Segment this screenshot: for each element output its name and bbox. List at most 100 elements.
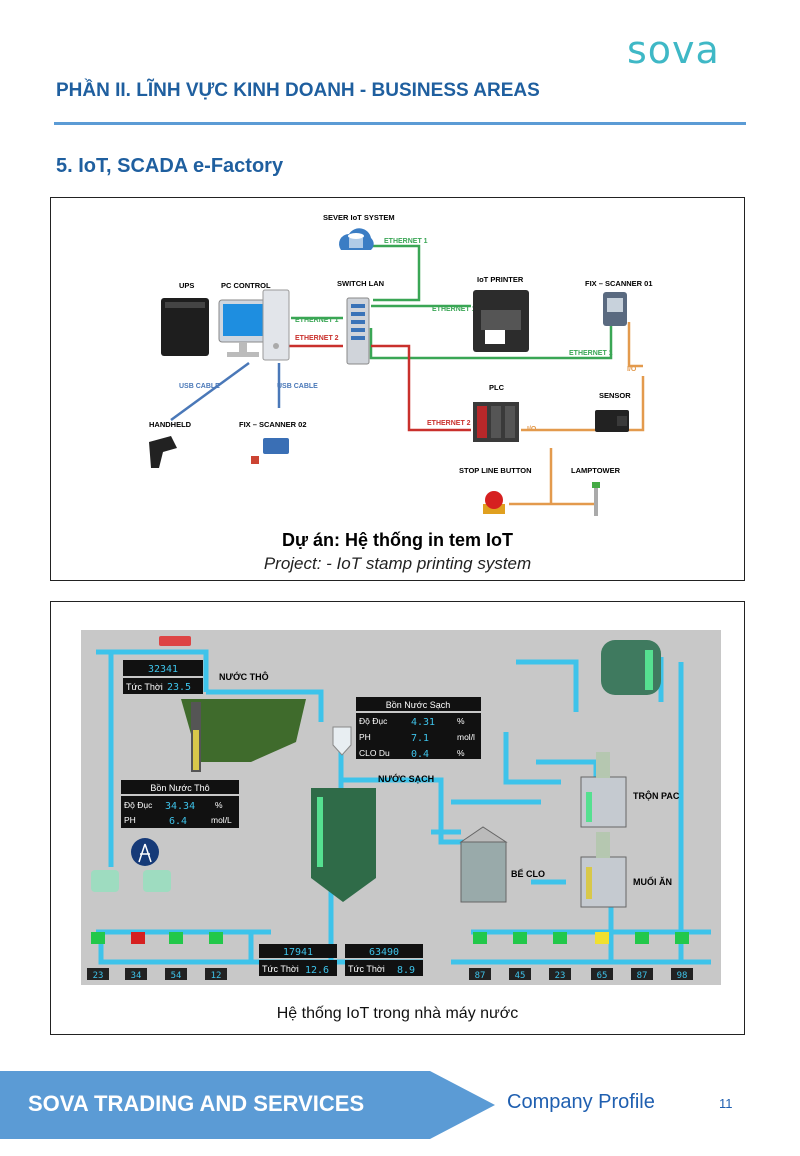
link-server-switch xyxy=(369,244,421,302)
label-eth1-server: ETHERNET 1 xyxy=(384,238,428,245)
handheld-label: HANDHELD xyxy=(149,420,192,429)
right-flow-meter: 63490 Tức Thời 8.9 xyxy=(345,944,423,976)
clean-row-1-name: PH xyxy=(359,732,371,742)
pump-right-0: 87 xyxy=(475,971,486,981)
label-io-plc: I/O xyxy=(527,426,537,433)
scanner1-label: FIX – SCANNER 01 xyxy=(585,279,653,288)
raw-row-0-unit: % xyxy=(215,800,223,810)
mix-label: TRỘN PAC xyxy=(633,790,680,801)
raw-flow-meter: 32341 Tức Thời 23.5 xyxy=(123,636,203,694)
raw-tank-title: Bồn Nước Thô xyxy=(150,783,209,793)
link-io-lamp xyxy=(509,448,596,506)
raw-water-label: NƯỚC THÔ xyxy=(219,671,269,682)
figure-iot-printing: ETHERNET 1 ETHERNET 1 ETHERNET 1 ETHERNE… xyxy=(50,197,745,581)
pump-left-0: 23 xyxy=(93,971,104,981)
pump-icon xyxy=(595,932,609,944)
label-eth1-pc: ETHERNET 1 xyxy=(295,317,339,324)
pc-label: PC CONTROL xyxy=(221,281,271,290)
clean-row-2-unit: % xyxy=(457,748,465,758)
pump-icon xyxy=(169,932,183,944)
raw-flow-value: 23.5 xyxy=(167,682,191,693)
pump-left-3: 12 xyxy=(211,971,222,981)
clean-tank-panel: Bồn Nước Sạch Độ Đục 4.31 % PH 7.1 mol/l… xyxy=(356,697,481,760)
clean-row-0-value: 4.31 xyxy=(411,717,435,728)
pump-icon xyxy=(553,932,567,944)
scada-screen: 32341 Tức Thời 23.5 NƯỚC THÔ Bồn Nước Sạ… xyxy=(81,630,721,985)
raw-flow-label: Tức Thời xyxy=(126,682,163,692)
lamptower-label: LAMPTOWER xyxy=(571,466,621,475)
figure1-caption-en: Project: - IoT stamp printing system xyxy=(263,554,532,573)
label-usb-handheld: USB CABLE xyxy=(179,383,220,390)
meter-left-counter: 17941 xyxy=(283,947,313,958)
stop-button-icon xyxy=(483,491,505,514)
page-number: 11 xyxy=(719,1096,733,1111)
filter-tower: NƯỚC SẠCH xyxy=(311,726,434,902)
raw-row-1-name: PH xyxy=(124,815,136,825)
figure-water-plant-scada: 32341 Tức Thời 23.5 NƯỚC THÔ Bồn Nước Sạ… xyxy=(50,601,745,1035)
header-divider xyxy=(54,122,746,125)
footer-arrow-band xyxy=(0,1071,495,1139)
pump-left-2: 54 xyxy=(171,971,182,981)
salt-label: MUỐI ĂN xyxy=(633,876,672,887)
clean-row-0-unit: % xyxy=(457,716,465,726)
link-switch-plc xyxy=(371,344,471,432)
ups-label: UPS xyxy=(179,281,194,290)
plc-icon xyxy=(473,402,519,442)
pump-right-2: 23 xyxy=(555,971,566,981)
pump-icon xyxy=(209,932,223,944)
pump-icon xyxy=(131,932,145,944)
pipe-mid xyxy=(503,732,561,785)
sova-logo: SOVA xyxy=(627,28,720,72)
meter-left-value: 12.6 xyxy=(305,965,329,976)
salt-tank: MUỐI ĂN xyxy=(580,832,672,908)
clean-row-1-value: 7.1 xyxy=(411,733,429,744)
left-flow-meter: 17941 Tức Thời 12.6 xyxy=(259,944,337,976)
lamptower-icon xyxy=(592,482,600,516)
pump-group-left: 23 34 54 12 xyxy=(87,932,227,981)
figure2-caption: Hệ thống IoT trong nhà máy nước xyxy=(276,1005,519,1022)
pump-icon xyxy=(635,932,649,944)
server-label: SEVER IoT SYSTEM xyxy=(323,213,395,222)
pipe-raw-in xyxy=(96,649,209,692)
meter-left-label: Tức Thời xyxy=(262,964,299,974)
meter-right-label: Tức Thời xyxy=(348,964,385,974)
pump-icon xyxy=(513,932,527,944)
switch-label: SWITCH LAN xyxy=(337,279,384,288)
raw-row-1-unit: mol/L xyxy=(211,815,232,825)
pipe-top xyxy=(516,659,579,712)
raw-row-0-value: 34.34 xyxy=(165,801,195,812)
footer-profile-label: Company Profile xyxy=(507,1091,655,1113)
plc-label: PLC xyxy=(489,383,505,392)
raw-row-1-value: 6.4 xyxy=(169,816,187,827)
raw-tank-panel: Bồn Nước Thô Độ Đục 34.34 % PH 6.4 mol/L xyxy=(121,780,239,828)
printer-icon xyxy=(473,290,529,352)
clean-row-2-name: CLO Du xyxy=(359,748,390,758)
label-eth2-pc: ETHERNET 2 xyxy=(295,335,339,342)
figure1-caption-vi: Dự án: Hệ thống in tem IoT xyxy=(281,530,514,550)
stop-button-label: STOP LINE BUTTON xyxy=(459,466,532,475)
section-title: PHẦN II. LĨNH VỰC KINH DOANH - BUSINESS … xyxy=(56,80,540,101)
meter-right-value: 8.9 xyxy=(397,965,415,976)
label-eth1-printer: ETHERNET 1 xyxy=(432,306,476,313)
pump-right-4: 87 xyxy=(637,971,648,981)
pump-group-right: 87 45 23 65 87 98 xyxy=(469,932,693,981)
label-eth1-scanner: ETHERNET 1 xyxy=(569,350,613,357)
pump-right-1: 45 xyxy=(515,971,526,981)
clean-row-1-unit: mol/l xyxy=(457,732,475,742)
switch-icon xyxy=(346,297,370,365)
label-usb-scanner: USB CABLE xyxy=(277,383,318,390)
link-switch-scanner1 xyxy=(369,323,613,360)
pc-icon xyxy=(218,289,290,361)
pump-left-1: 34 xyxy=(131,971,142,981)
handheld-scanner-icon xyxy=(149,436,177,468)
raw-counter: 32341 xyxy=(148,664,178,675)
pump-right-3: 65 xyxy=(597,971,608,981)
clean-tank-title: Bồn Nước Sạch xyxy=(386,700,450,710)
link-usb-handheld xyxy=(170,361,250,422)
top-tank xyxy=(601,640,661,695)
pump-right-5: 98 xyxy=(677,971,688,981)
subsection-title: 5. IoT, SCADA e-Factory xyxy=(56,155,284,177)
link-plc-io xyxy=(521,322,645,432)
meter-right-counter: 63490 xyxy=(369,947,399,958)
clean-row-2-value: 0.4 xyxy=(411,749,429,760)
